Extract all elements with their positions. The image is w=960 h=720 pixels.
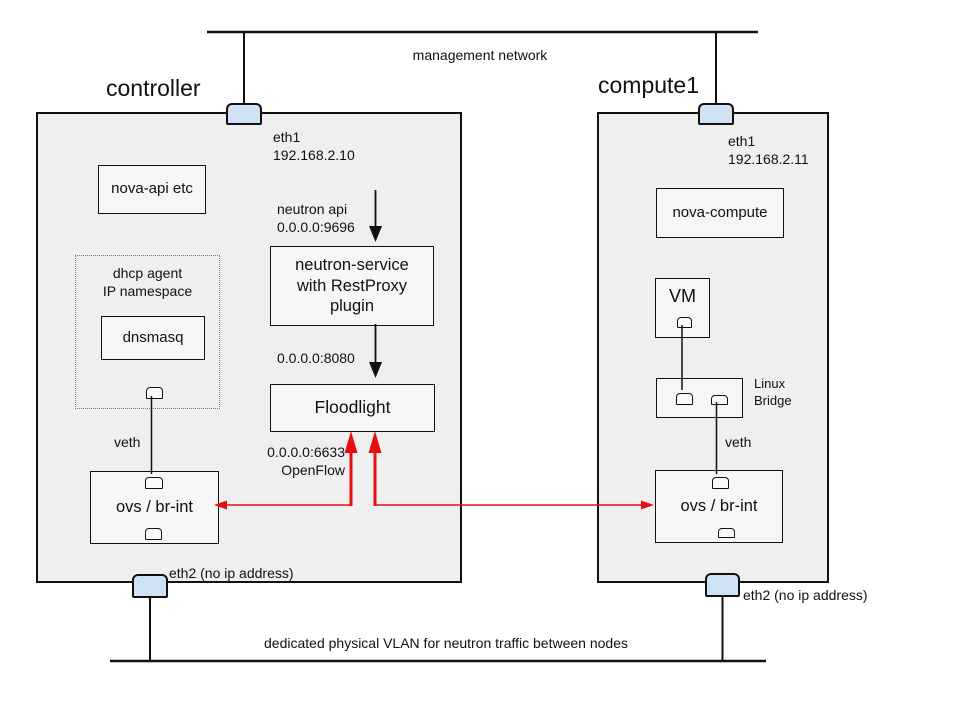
nova-api-label: nova-api etc: [111, 180, 193, 198]
controller-eth2-port: [132, 574, 168, 598]
dhcp-tap-port: [146, 387, 163, 399]
compute-eth1-ip: 192.168.2.11: [728, 151, 809, 168]
compute-eth2-port: [705, 573, 740, 597]
compute-eth2-label: eth2 (no ip address): [743, 587, 868, 603]
neutron-service-label: neutron-service with RestProxy plugin: [295, 255, 409, 317]
linux-bridge-label: Linux Bridge: [754, 376, 792, 410]
compute-ovs-box: ovs / br-int: [655, 470, 783, 543]
compute-eth1-label: eth1 192.168.2.11: [728, 132, 809, 168]
linux-bridge-line1: Linux: [754, 376, 786, 391]
vm-box: VM: [655, 278, 710, 338]
vm-tap-port: [677, 317, 692, 328]
controller-ovs-bottom-port: [145, 528, 162, 540]
compute-ovs-top-port: [712, 477, 729, 489]
dhcp-namespace-label: dhcp agent IP namespace: [76, 264, 219, 300]
controller-eth1-name: eth1: [273, 129, 301, 145]
controller-ovs-box: ovs / br-int: [90, 471, 219, 544]
vm-label: VM: [669, 286, 696, 306]
neutron-service-line2: with RestProxy: [296, 276, 407, 295]
neutron-service-line1: neutron-service: [295, 256, 409, 275]
dnsmasq-box: dnsmasq: [101, 316, 205, 360]
neutron-api-port-text: 0.0.0.0:9696: [277, 219, 355, 236]
management-network-label: management network: [412, 47, 548, 63]
controller-node: eth1 192.168.2.10 nova-api etc dhcp agen…: [36, 112, 462, 583]
compute-veth-label: veth: [725, 434, 752, 450]
controller-title: controller: [106, 75, 201, 101]
openflow-text: OpenFlow: [281, 462, 345, 479]
compute-eth1-port: [698, 103, 734, 125]
neutron-service-line3: plugin: [329, 297, 375, 316]
compute-ovs-bottom-port: [718, 528, 735, 538]
bridge-left-port: [676, 393, 693, 405]
controller-eth2-label: eth2 (no ip address): [169, 565, 294, 581]
vlan-label: dedicated physical VLAN for neutron traf…: [264, 635, 628, 651]
rest-port-label: 0.0.0.0:8080: [277, 350, 355, 366]
controller-eth1-port: [226, 103, 262, 125]
controller-eth1-label: eth1 192.168.2.10: [273, 128, 355, 164]
compute-ovs-label: ovs / br-int: [680, 497, 758, 516]
linux-bridge-line2: Bridge: [754, 392, 792, 408]
floodlight-label: Floodlight: [314, 397, 391, 418]
bridge-right-port: [711, 395, 728, 405]
controller-eth1-ip: 192.168.2.10: [273, 147, 355, 164]
nova-compute-label: nova-compute: [672, 203, 768, 221]
compute1-title: compute1: [598, 72, 700, 98]
floodlight-box: Floodlight: [270, 384, 435, 432]
neutron-service-box: neutron-service with RestProxy plugin: [270, 246, 434, 326]
neutron-api-text: neutron api: [277, 201, 348, 217]
openflow-port-text: 0.0.0.0:6633: [267, 444, 345, 460]
dhcp-agent-text: dhcp agent: [112, 265, 183, 281]
nova-api-box: nova-api etc: [98, 165, 206, 214]
controller-veth-label: veth: [114, 434, 141, 450]
nova-compute-box: nova-compute: [656, 188, 784, 238]
controller-ovs-label: ovs / br-int: [115, 498, 194, 517]
neutron-api-label: neutron api 0.0.0.0:9696: [277, 200, 355, 236]
compute-eth1-name: eth1: [728, 133, 756, 149]
dnsmasq-label: dnsmasq: [122, 328, 184, 346]
openflow-label: 0.0.0.0:6633 OpenFlow: [205, 443, 345, 479]
ip-namespace-text: IP namespace: [102, 283, 193, 300]
controller-ovs-top-port: [145, 477, 163, 489]
compute1-node: eth1 192.168.2.11 nova-compute VM Linux …: [597, 112, 829, 583]
dhcp-namespace-box: dhcp agent IP namespace dnsmasq: [75, 255, 220, 409]
linux-bridge-box: [656, 378, 743, 418]
